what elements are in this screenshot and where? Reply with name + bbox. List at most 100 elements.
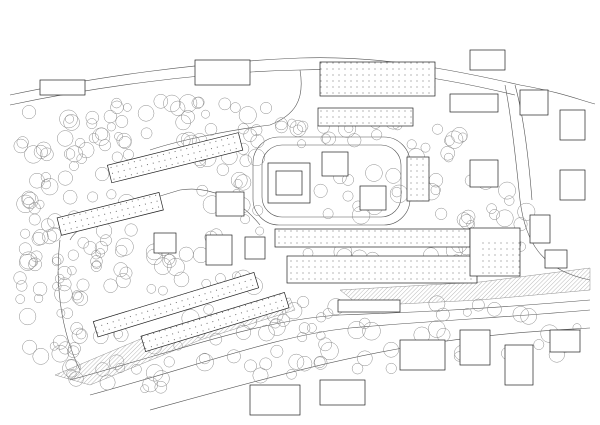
tree xyxy=(33,281,48,297)
tree xyxy=(456,212,472,227)
tree xyxy=(67,342,81,356)
building-nw-1 xyxy=(39,79,86,96)
tree xyxy=(293,124,304,135)
tree xyxy=(260,102,273,114)
tree xyxy=(63,190,78,205)
tree xyxy=(243,128,257,142)
tree xyxy=(67,249,79,261)
tree xyxy=(103,278,118,293)
tree xyxy=(54,273,65,284)
terrace-row-south-2 xyxy=(140,291,290,353)
tree xyxy=(313,355,328,370)
tree xyxy=(233,179,243,189)
tree xyxy=(115,115,129,128)
tree xyxy=(86,118,98,129)
tree xyxy=(78,142,95,159)
tree xyxy=(199,352,211,365)
tree xyxy=(307,323,317,333)
tree xyxy=(385,168,402,184)
tree xyxy=(170,100,186,116)
tree xyxy=(430,184,441,195)
tree xyxy=(124,223,138,237)
tree xyxy=(57,170,73,186)
tree xyxy=(110,100,124,115)
tree xyxy=(195,353,214,372)
tree xyxy=(496,209,514,227)
tree xyxy=(32,348,50,365)
tree xyxy=(498,181,516,200)
tree xyxy=(57,265,72,281)
tree xyxy=(52,253,64,266)
tree xyxy=(533,339,545,350)
tree xyxy=(322,131,336,146)
tree xyxy=(239,154,252,167)
tree xyxy=(16,136,29,149)
tree xyxy=(28,257,38,267)
tree xyxy=(90,260,102,272)
tree xyxy=(123,149,134,160)
tree xyxy=(288,353,305,370)
tree xyxy=(178,94,198,113)
tree xyxy=(146,364,164,382)
tree xyxy=(451,127,468,144)
tree xyxy=(153,94,169,109)
tree xyxy=(512,306,529,323)
tree xyxy=(21,192,39,209)
building-east-1 xyxy=(529,214,551,244)
tree xyxy=(193,96,205,108)
tree xyxy=(32,229,49,245)
tree xyxy=(115,362,126,373)
tree xyxy=(158,285,168,296)
path-west-loop xyxy=(57,239,81,371)
tree xyxy=(64,148,76,160)
tree xyxy=(436,327,451,342)
building-south-1 xyxy=(249,384,301,416)
building-courtyard xyxy=(267,162,311,204)
road-south-2 xyxy=(89,309,591,396)
building-se-4 xyxy=(549,329,581,353)
tree xyxy=(66,145,83,163)
tree xyxy=(196,184,209,197)
tree xyxy=(58,341,72,355)
tree xyxy=(91,250,101,260)
tree xyxy=(33,144,48,159)
tree xyxy=(28,202,41,215)
tree xyxy=(28,213,41,226)
tree xyxy=(69,161,79,171)
tree xyxy=(73,291,89,306)
tree xyxy=(40,147,54,162)
tree xyxy=(436,307,450,322)
tree xyxy=(461,209,476,225)
tree xyxy=(95,362,110,377)
tree xyxy=(252,205,264,216)
tree xyxy=(226,349,241,364)
tree xyxy=(153,370,170,387)
tree xyxy=(51,256,62,267)
tree xyxy=(230,102,241,113)
tree xyxy=(115,237,134,256)
tree xyxy=(276,313,290,327)
tree xyxy=(255,226,265,236)
tree xyxy=(178,246,194,262)
tree xyxy=(209,332,223,346)
tree xyxy=(357,350,373,367)
tree xyxy=(297,120,309,132)
tree xyxy=(445,130,464,149)
tree xyxy=(24,145,43,164)
building-south-2 xyxy=(319,379,366,406)
terrace-row-north xyxy=(106,132,244,184)
tree xyxy=(316,312,327,323)
terrace-row-middle xyxy=(56,192,164,236)
tree xyxy=(270,344,284,358)
terrace-row-south-1 xyxy=(92,272,260,338)
tree xyxy=(342,190,354,202)
building-e-1 xyxy=(559,169,586,201)
tree xyxy=(87,191,99,203)
tree xyxy=(61,307,74,319)
tree xyxy=(68,371,84,387)
building-north-east xyxy=(449,93,499,113)
tree xyxy=(131,364,142,375)
tree xyxy=(347,133,362,148)
tree xyxy=(240,214,250,225)
tree xyxy=(175,114,191,131)
